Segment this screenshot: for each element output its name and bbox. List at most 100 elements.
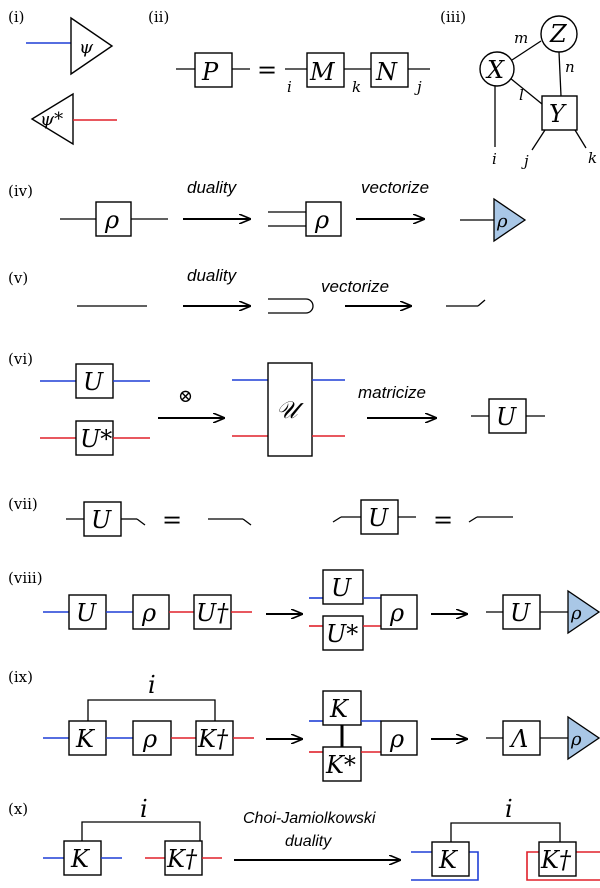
index-k-iii: k <box>588 149 597 167</box>
panel-vii: (vii) U = U = <box>8 495 513 537</box>
equals-vii-right: = <box>433 506 453 534</box>
index-j-ii: j <box>414 78 422 96</box>
Z-node <box>540 15 578 53</box>
panel-label-iv: (iv) <box>8 182 33 200</box>
K-label-ix: K <box>75 725 96 753</box>
rho-box-ix <box>132 720 172 756</box>
index-i-iii: i <box>492 150 497 168</box>
N-box <box>370 52 409 88</box>
U-label-viii: U <box>76 599 97 627</box>
U-label-viii-result: U <box>510 599 531 627</box>
U-label-viii-mid: U <box>331 574 352 602</box>
rho-label-ix-mid: ρ <box>389 725 404 753</box>
panel-iv: (iv) ρ duality ρ vectorize ρ <box>8 178 527 243</box>
U-box-viii-mid <box>322 569 364 605</box>
U-star-label-vi: U* <box>80 425 112 453</box>
panel-label-ii: (ii) <box>148 8 169 26</box>
K-box-ix-mid <box>322 690 362 726</box>
cup-wire-v <box>268 298 314 314</box>
index-n: n <box>565 58 575 76</box>
rho-state-triangle-ix <box>567 715 600 761</box>
choi-label-line2: duality <box>285 833 332 850</box>
rho-label-iv-dual: ρ <box>314 206 329 234</box>
panel-label-v: (v) <box>8 269 28 287</box>
M-box <box>306 52 345 88</box>
panel-iii: (iii) Z X Y m n l i j k <box>440 8 597 170</box>
panel-label-iii: (iii) <box>440 8 466 26</box>
panel-ii: (ii) P = M N i k j <box>148 8 430 96</box>
psi-star-label: ψ* <box>40 109 63 130</box>
tensor-product-symbol: ⊗ <box>178 386 193 407</box>
rho-state-label-viii: ρ <box>570 603 582 624</box>
Y-label: Y <box>549 100 567 128</box>
U-label-vi: U <box>83 368 104 396</box>
Lambda-label-ix: Λ <box>509 725 528 753</box>
U-dag-label-viii: U† <box>196 599 229 627</box>
K-label-ix-mid: K <box>329 695 350 723</box>
K-star-label-ix-mid: K* <box>325 751 356 779</box>
K-box-x-left <box>63 840 102 876</box>
N-label: N <box>375 58 398 86</box>
rho-box-ix-mid <box>380 720 418 756</box>
U-dag-box-viii <box>193 594 232 630</box>
calU-box <box>267 362 313 457</box>
M-label: M <box>309 58 336 86</box>
index-i-ii: i <box>287 78 292 96</box>
panel-label-x: (x) <box>8 800 28 818</box>
panel-label-vi: (vi) <box>8 350 33 368</box>
panel-label-i: (i) <box>8 8 25 26</box>
U-box-vi <box>75 363 114 399</box>
index-k-ii: k <box>352 78 361 96</box>
duality-label-v: duality <box>187 266 238 285</box>
index-i-x-right: i <box>505 795 513 823</box>
K-star-box-ix-mid <box>322 746 362 782</box>
panel-viii: (viii) U ρ U† U U* ρ U ρ <box>8 569 600 651</box>
index-i-ix: i <box>148 671 156 699</box>
rho-state-triangle-iv <box>493 197 527 243</box>
K-box-x-right <box>431 841 470 877</box>
K-label-x-left: K <box>70 845 91 873</box>
rho-label-iv: ρ <box>104 206 119 234</box>
duality-label-iv: duality <box>187 178 238 197</box>
index-m: m <box>514 29 528 47</box>
rho-label-viii-mid: ρ <box>389 599 404 627</box>
index-j-iii: j <box>521 152 529 170</box>
panel-i: (i) ψ ψ* <box>8 8 117 146</box>
vectorized-wire-tick-v <box>477 299 486 307</box>
kraus-sum-bracket-ix <box>87 699 216 721</box>
Y-box <box>541 95 578 131</box>
K-dag-label-x-right: K† <box>540 846 572 874</box>
Z-label: Z <box>549 20 568 48</box>
K-dag-label-x-left: K† <box>166 845 198 873</box>
index-i-x-left: i <box>140 795 148 823</box>
matricize-label: matricize <box>358 383 426 402</box>
panel-label-ix: (ix) <box>8 668 33 686</box>
kraus-sum-bracket-x-left <box>81 821 201 841</box>
panel-vi: (vi) U U* ⊗ 𝒰 matricize U <box>8 350 545 457</box>
kraus-sum-bracket-x-right <box>450 822 561 842</box>
rho-state-label-iv: ρ <box>496 211 508 232</box>
U-box-vii-right <box>360 499 399 535</box>
vectorized-blue-leg-x <box>411 851 479 881</box>
K-dag-box-x-right <box>538 841 577 877</box>
panel-v: (v) duality vectorize <box>8 266 486 314</box>
vectorize-label-v: vectorize <box>321 277 389 296</box>
U-label-vii-left: U <box>91 506 112 534</box>
psi-label: ψ <box>79 37 94 58</box>
K-label-x-right: K <box>438 846 459 874</box>
panel-x: (x) i K K† Choi-Jamiolkowski duality i K… <box>8 795 600 881</box>
U-box-vi-result <box>488 398 527 434</box>
psi-star-triangle <box>30 92 74 146</box>
psi-triangle <box>70 16 114 76</box>
K-box-ix <box>68 720 107 756</box>
panel-label-vii: (vii) <box>8 495 38 513</box>
choi-label-line1: Choi-Jamiolkowski <box>243 810 376 827</box>
rho-label-ix: ρ <box>142 725 157 753</box>
index-l: l <box>519 86 524 104</box>
panel-ix: (ix) i K ρ K† K K* ρ Λ ρ <box>8 668 600 782</box>
rho-box-viii <box>132 594 170 630</box>
vectorize-label-iv: vectorize <box>361 178 429 197</box>
K-dag-label-ix: K† <box>197 725 229 753</box>
vectorized-red-leg-x <box>526 851 600 881</box>
